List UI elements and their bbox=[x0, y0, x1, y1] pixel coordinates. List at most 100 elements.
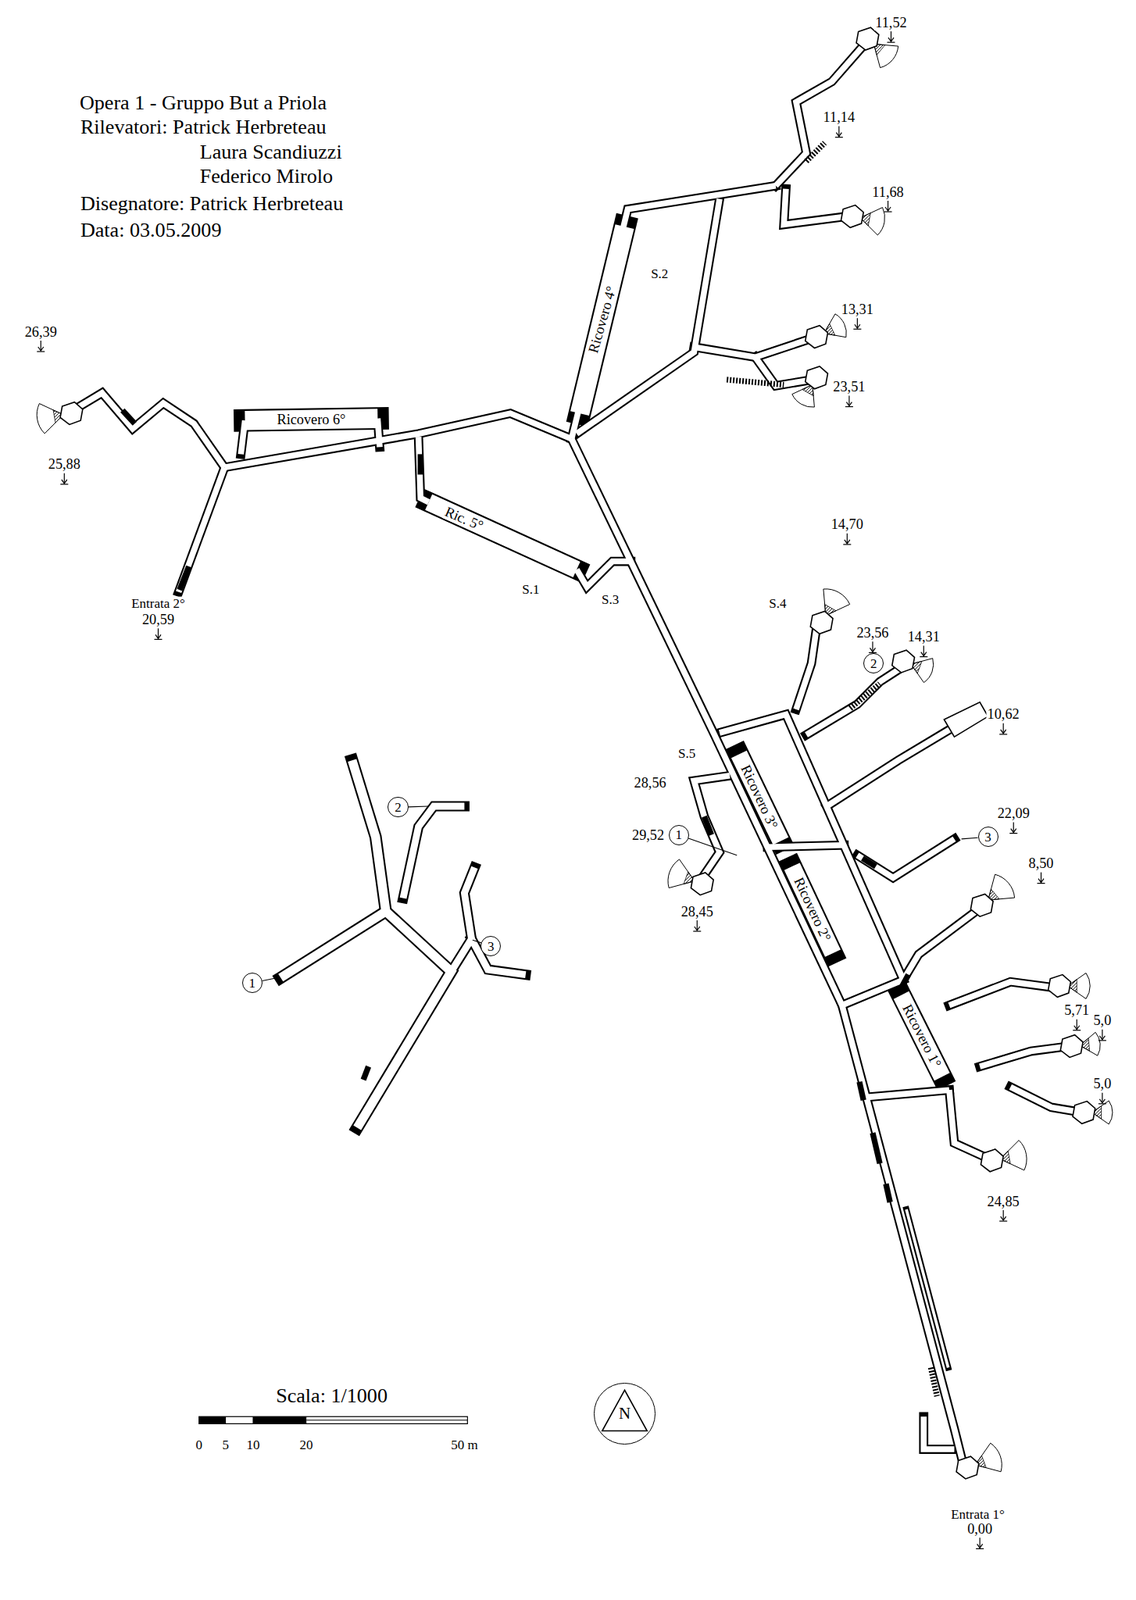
door-block bbox=[902, 975, 909, 986]
firing-sector bbox=[823, 589, 851, 616]
arrow-base bbox=[1098, 1039, 1107, 1041]
elevation: 0,00 bbox=[966, 1521, 994, 1537]
tunnel-walls bbox=[76, 40, 1083, 1470]
arrow-shaft bbox=[890, 31, 892, 42]
scale-tick: 50 m bbox=[450, 1437, 479, 1453]
elevation-arrow bbox=[868, 641, 877, 653]
tunnel-floor bbox=[903, 908, 980, 980]
arrow-base bbox=[884, 210, 893, 212]
tunnel-wall bbox=[796, 627, 817, 710]
elevation: 13,31 bbox=[840, 301, 875, 318]
elevation-arrow bbox=[886, 31, 895, 43]
elevation-arrow bbox=[36, 340, 45, 352]
tunnel-floor bbox=[826, 726, 954, 807]
tunnel-floor bbox=[576, 199, 720, 434]
scale-bar-segment bbox=[199, 1416, 226, 1424]
firing-sector bbox=[873, 43, 898, 68]
arrow-base bbox=[60, 483, 68, 485]
arrow-shaft bbox=[1101, 1029, 1103, 1040]
arrow-shaft bbox=[887, 200, 889, 211]
arrow-head bbox=[846, 402, 852, 407]
node-text: 1 bbox=[675, 828, 682, 842]
arrow-base bbox=[1072, 1029, 1081, 1031]
arrow-base bbox=[919, 656, 928, 658]
casemate-outline bbox=[892, 650, 915, 673]
tunnel-wall bbox=[755, 357, 813, 386]
casemate-outline bbox=[956, 1456, 979, 1479]
firing-sector bbox=[36, 403, 64, 434]
entrance-name: Entrata 2° bbox=[130, 596, 186, 612]
arrow-base bbox=[36, 350, 45, 352]
arrow-shaft bbox=[857, 317, 858, 329]
tunnel-wall bbox=[178, 467, 226, 592]
arrow-shaft bbox=[40, 340, 42, 351]
casemate bbox=[856, 27, 899, 68]
arrow-shaft bbox=[1040, 872, 1042, 883]
firing-sector bbox=[988, 874, 1015, 901]
elevation: 11,52 bbox=[874, 14, 908, 31]
tunnel-floor bbox=[796, 627, 817, 710]
entrance-name: Entrata 1° bbox=[950, 1507, 1006, 1522]
elevation-arrow bbox=[1098, 1029, 1107, 1041]
station-label: S.3 bbox=[600, 593, 620, 608]
arrow-head bbox=[1074, 1025, 1080, 1030]
arrow-shaft bbox=[923, 646, 925, 657]
station-label: S.2 bbox=[650, 267, 669, 283]
tunnel-floor bbox=[783, 189, 847, 226]
credit-line: Laura Scandiuzzi bbox=[199, 140, 343, 164]
tunnel-floor bbox=[693, 775, 730, 879]
tunnel-floor bbox=[579, 226, 625, 414]
leader-line bbox=[961, 837, 979, 840]
casemate-outline bbox=[60, 402, 83, 426]
elevation: 8,50 bbox=[1028, 855, 1055, 872]
tunnel-wall bbox=[1010, 1086, 1082, 1113]
room-name: Ricovero 4° bbox=[585, 283, 620, 356]
scale-bar bbox=[199, 1416, 468, 1424]
elevation: 28,45 bbox=[680, 903, 715, 920]
tunnel-wall bbox=[767, 845, 844, 848]
firing-sector bbox=[668, 859, 695, 889]
node-text: 1 bbox=[248, 976, 255, 990]
tunnel-floor bbox=[923, 1416, 954, 1450]
arrow-shaft bbox=[838, 126, 840, 137]
tunnel-wall bbox=[906, 1209, 949, 1368]
elevation: 5,0 bbox=[1092, 1012, 1112, 1029]
tunnel-wall bbox=[979, 1046, 1070, 1067]
callout-number: 1 bbox=[668, 825, 690, 846]
firing-sector bbox=[792, 384, 815, 408]
tunnel-floor bbox=[867, 1089, 950, 1097]
node-text: 3 bbox=[984, 830, 991, 844]
elevation-arrow bbox=[845, 395, 854, 407]
tunnel-floor bbox=[1010, 1086, 1082, 1113]
elevation: 5,71 bbox=[1063, 1002, 1090, 1019]
tunnel-floor bbox=[775, 40, 869, 186]
tunnel-wall bbox=[576, 199, 720, 434]
casemate bbox=[956, 1443, 1002, 1479]
casemate-outline bbox=[1060, 1035, 1083, 1058]
arrow-head bbox=[854, 324, 861, 329]
leader-line bbox=[688, 838, 737, 856]
leader-line bbox=[261, 978, 278, 982]
arrow-shaft bbox=[696, 920, 698, 931]
tunnel-wall bbox=[693, 775, 730, 879]
elevation: 11,14 bbox=[822, 109, 856, 126]
door-block bbox=[122, 410, 136, 424]
stair-symbol bbox=[726, 379, 784, 386]
elevation-arrow bbox=[1072, 1019, 1081, 1031]
elevation-arrow bbox=[853, 317, 861, 329]
elevation-arrow bbox=[835, 126, 844, 138]
casemate-outline bbox=[690, 872, 714, 896]
arrow-shaft bbox=[157, 628, 159, 639]
callout-number: 2 bbox=[387, 796, 408, 818]
elevation: 24,85 bbox=[986, 1193, 1021, 1210]
credit-line: Federico Mirolo bbox=[199, 165, 334, 189]
arrow-head bbox=[155, 634, 161, 639]
tunnel-wall bbox=[579, 226, 625, 414]
tunnel-floor bbox=[450, 867, 475, 972]
firing-sector bbox=[975, 1443, 1002, 1472]
casemate bbox=[840, 205, 885, 236]
casemate bbox=[1060, 1032, 1101, 1058]
tunnel-floor bbox=[906, 1209, 949, 1368]
arrow-head bbox=[61, 479, 68, 484]
casemate bbox=[980, 1140, 1027, 1172]
